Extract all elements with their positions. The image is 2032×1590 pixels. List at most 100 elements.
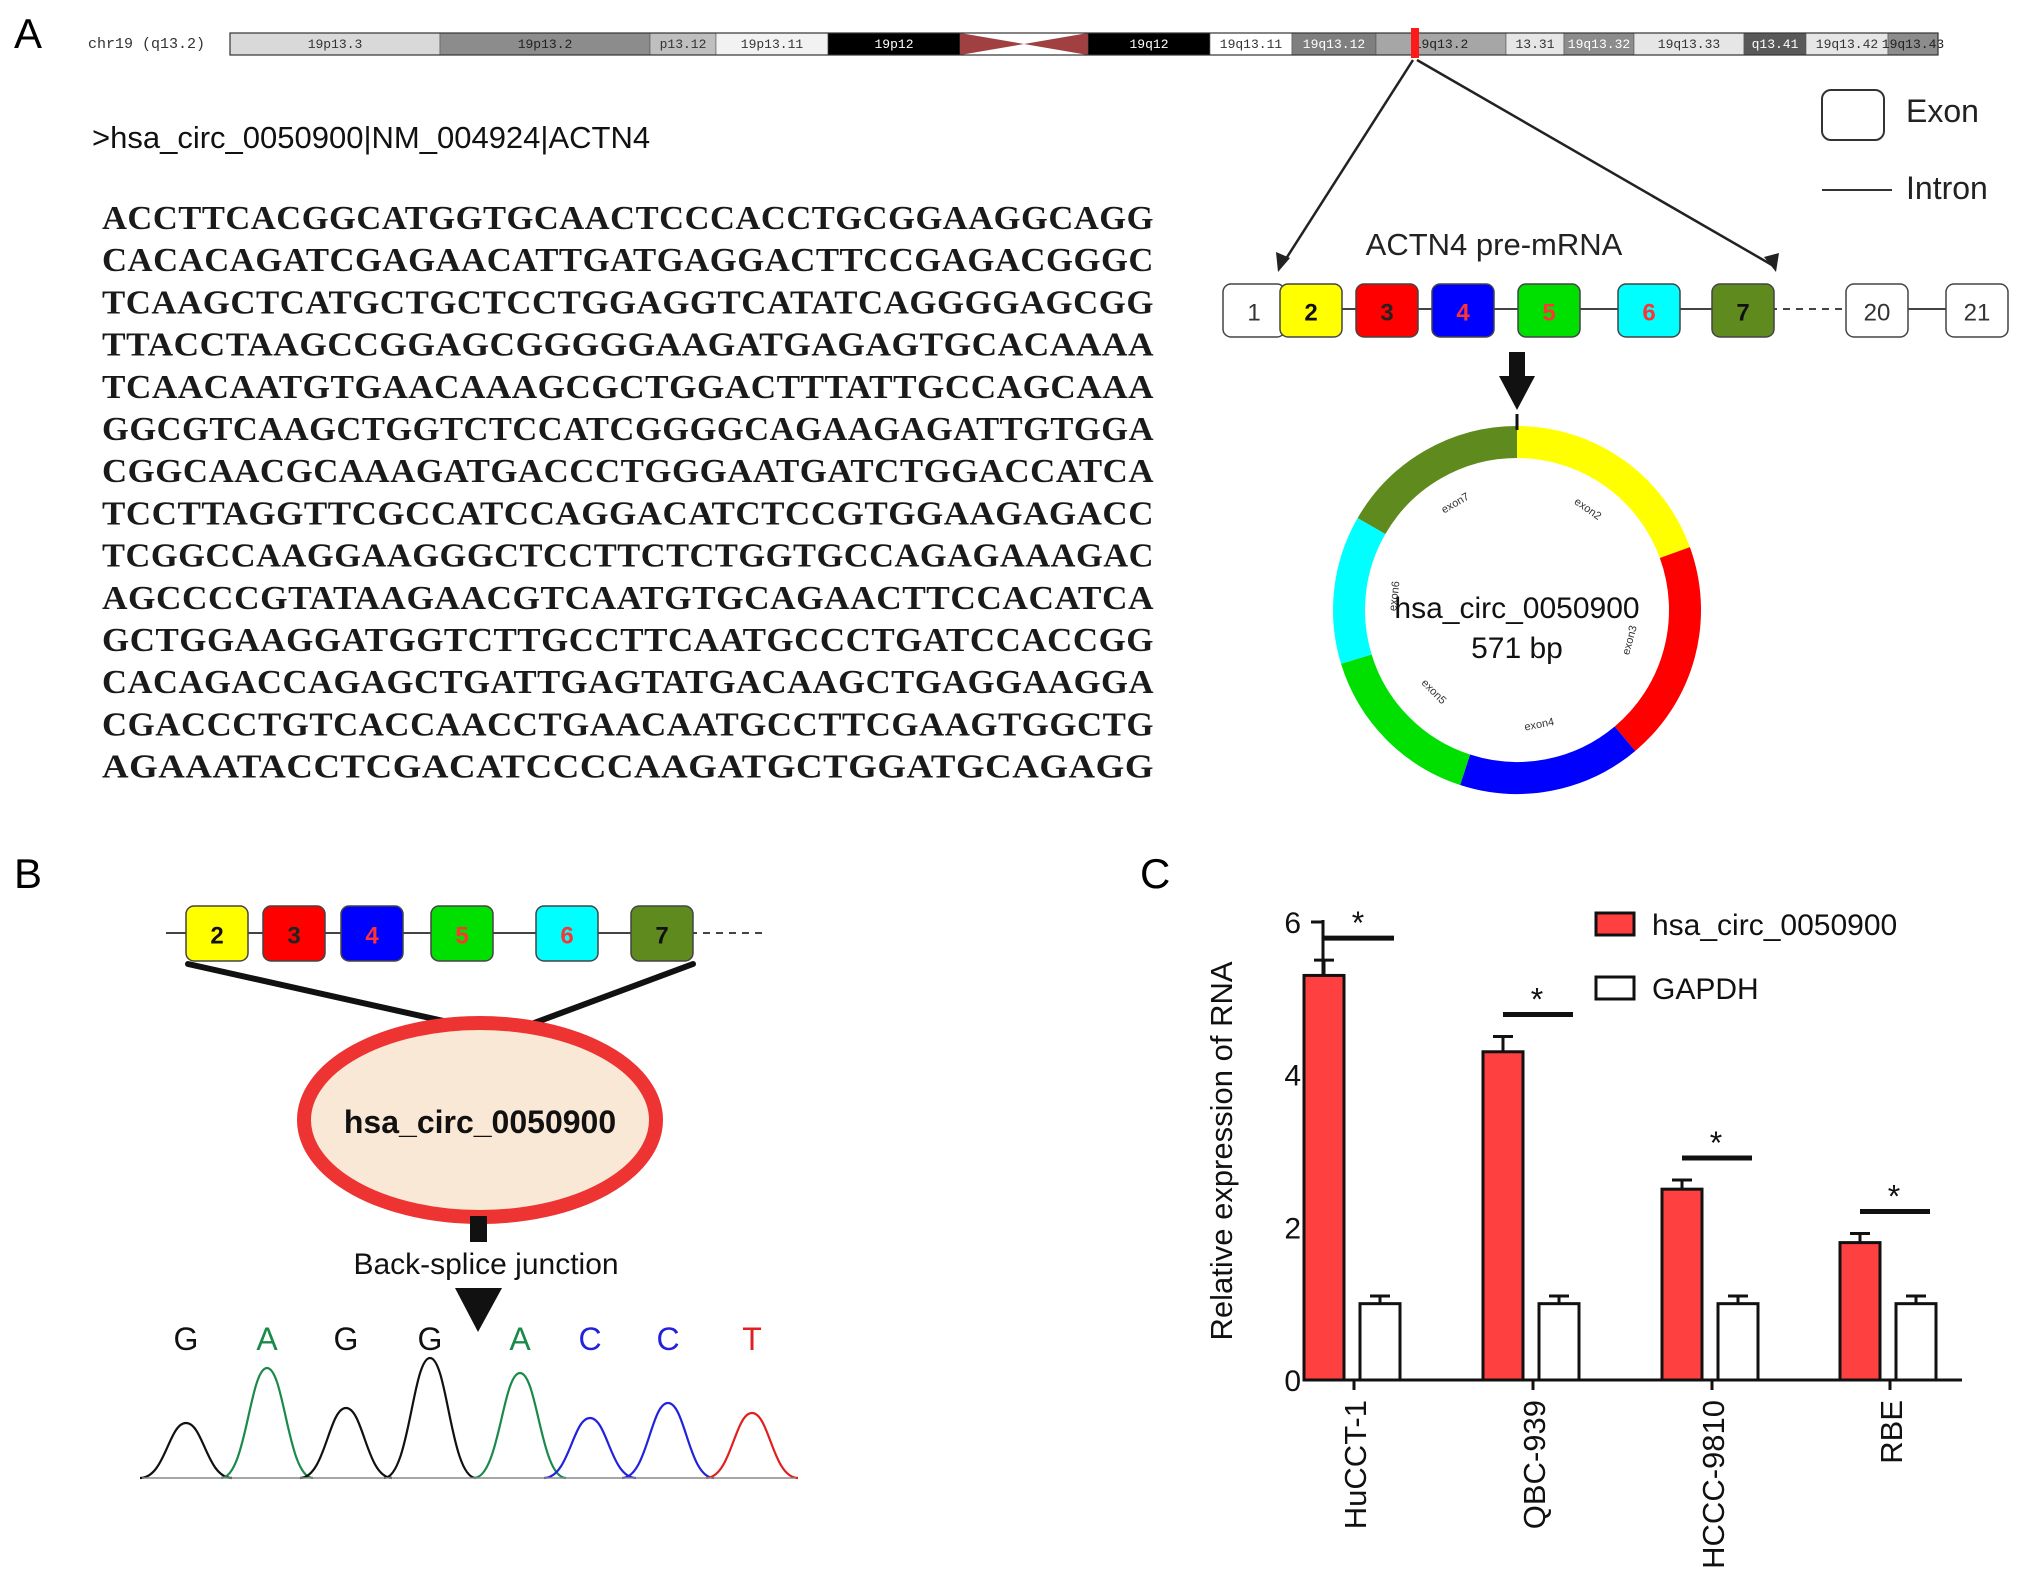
exon-box — [185, 905, 249, 962]
sequence-line: TCGGCCAAGGAAGGGCTCCTTCTCTGGTGCCAGAGAAAGA… — [102, 538, 1154, 575]
exon-number: 2 — [210, 923, 223, 950]
centromere-right — [1024, 33, 1088, 55]
bar-gapdh — [1894, 1302, 1938, 1382]
chromosome-band-label: 19q13.11 — [1220, 37, 1283, 52]
bar-circ — [1838, 1241, 1882, 1382]
exon-box — [535, 905, 599, 962]
base-letter: T — [742, 1321, 762, 1357]
exon-number: 5 — [1542, 300, 1555, 327]
y-axis-label: Relative expression of RNA — [1204, 961, 1239, 1340]
bar-gapdh — [1716, 1302, 1760, 1382]
sequence-line: AGCCCCGTATAAGAACGTCAATGTGCAGAACTTCCACATC… — [102, 580, 1154, 617]
exon-box — [1711, 283, 1775, 338]
exon-number: 3 — [287, 923, 300, 950]
exon-box — [630, 905, 694, 962]
significance-star: * — [1888, 1178, 1900, 1214]
circrna-name: hsa_circ_0050900 — [1394, 592, 1639, 625]
x-tick-label: HuCCT-1 — [1338, 1400, 1373, 1529]
exon-number: 6 — [560, 923, 573, 950]
circrna-segment — [1516, 426, 1690, 559]
sequence-line: ACCTTCACGGCATGGTGCAACTCCCACCTGCGGAAGGCAG… — [102, 200, 1154, 237]
chromatogram-traces — [139, 1356, 799, 1480]
x-tick-label: HCCC-9810 — [1696, 1400, 1731, 1569]
exon-box — [1617, 283, 1681, 338]
y-tick-label: 4 — [1284, 1060, 1301, 1093]
exon-box — [262, 905, 326, 962]
base-letter: G — [334, 1321, 359, 1357]
exon-legend-box — [1821, 89, 1885, 141]
bar-gapdh — [1358, 1302, 1402, 1382]
sequence-line: TCAAGCTCATGCTGCTCCTGGAGGTCATATCAGGGGAGCG… — [102, 284, 1154, 321]
exon-number: 4 — [365, 923, 379, 950]
exon-box — [1845, 283, 1909, 338]
y-tick-label: 2 — [1284, 1212, 1301, 1245]
significance-star: * — [1352, 905, 1364, 941]
chromatogram-peak — [543, 1416, 637, 1480]
sequence-line: GGCGTCAAGCTGGTCTCCATCGGGGCAGAAGAGATTGTGG… — [102, 411, 1154, 448]
exon-number: 1 — [1247, 300, 1260, 327]
chromosome-label: chr19 (q13.2) — [88, 36, 205, 53]
chromosome-band-label: 19p13.3 — [308, 37, 363, 52]
zoom-lines — [1280, 58, 1773, 267]
chromosome-band-label: 19p13.11 — [741, 37, 804, 52]
sequence-line: CGACCCTGTCACCAACCTGAACAATGCCTTCGAAGTGGCT… — [102, 706, 1154, 743]
circrna-segment — [1460, 726, 1636, 794]
exon-box — [1945, 283, 2009, 338]
arrowhead-left — [1276, 252, 1290, 272]
exon-segment-label: exon2 — [1572, 496, 1603, 523]
exon-segment-label: exon6 — [1387, 581, 1402, 612]
exon-legend-label: Exon — [1906, 93, 1979, 129]
chromosome-band-label: q13.41 — [1752, 37, 1799, 52]
base-letter: A — [256, 1321, 278, 1357]
base-letter: G — [418, 1321, 443, 1357]
exon-box — [340, 905, 404, 962]
locus-marker — [1411, 28, 1419, 58]
sequence-header: >hsa_circ_0050900|NM_004924|ACTN4 — [92, 120, 650, 155]
exon-number: 2 — [1304, 300, 1317, 327]
base-letter: G — [174, 1321, 199, 1357]
chromatogram-peak — [705, 1411, 799, 1480]
chromatogram-peak — [473, 1371, 567, 1480]
exon-number: 20 — [1864, 300, 1891, 327]
sequence-line: AGAAATACCTCGACATCCCCAAGATGCTGGATGCAGAGG — [102, 749, 1154, 786]
significance-star: * — [1710, 1125, 1722, 1161]
chromosome-outline — [229, 32, 1939, 56]
sequence-line: TTACCTAAGCCGGAGCGGGGGAAGATGAGAGTGCACAAAA — [102, 327, 1154, 364]
down-arrow-icon — [1499, 352, 1535, 410]
exon-segment-label: exon4 — [1523, 716, 1555, 734]
chromosome-band-label: 19q13.2 — [1414, 37, 1469, 52]
bar-circ — [1660, 1187, 1704, 1382]
bar-circ — [1302, 973, 1346, 1382]
chromosome-band-label: p13.12 — [660, 37, 707, 52]
junction-label: Back-splice junction — [353, 1248, 618, 1281]
sequence-line: CACACAGATCGAGAACATTGATGAGGACTTCCGAGACGGG… — [102, 242, 1154, 279]
sequence-line: CGGCAACGCAAAGATGACCCTGGGAATGATCTGGACCATC… — [102, 453, 1154, 490]
exon-segment-label: exon5 — [1419, 677, 1449, 707]
exon-box — [1517, 283, 1581, 338]
chromatogram-peak — [621, 1401, 715, 1480]
sequence-line: CACAGACCAGAGCTGATTGAGTATGACAAGCTGAGGAAGG… — [102, 664, 1154, 701]
exon-number: 5 — [455, 923, 468, 950]
chromosome-band-label: 19q13.43 — [1882, 37, 1944, 52]
exon-number: 6 — [1642, 300, 1655, 327]
panel-label-c: C — [1140, 850, 1170, 897]
intron-legend-label: Intron — [1906, 170, 1988, 206]
chromosome-band-label: 19p13.2 — [518, 37, 573, 52]
exon-number: 7 — [1736, 300, 1749, 327]
circrna-segment — [1357, 426, 1518, 535]
exon-number: 3 — [1380, 300, 1393, 327]
chromatogram-peak — [220, 1366, 314, 1480]
chromosome-band-label: 19q13.42 — [1816, 37, 1878, 52]
circrna-segment — [1333, 518, 1386, 664]
sequence-line: GCTGGAAGGATGGTCTTGCCTTCAATGCCCTGATCCACCG… — [102, 622, 1154, 659]
panel-label-a: A — [14, 10, 42, 57]
junction-arrow-icon — [455, 1288, 502, 1332]
legend-label: hsa_circ_0050900 — [1652, 909, 1897, 942]
circrna-segment — [1341, 654, 1471, 785]
base-letter: A — [509, 1321, 531, 1357]
sequence-line: TCCTTAGGTTCGCCATCCAGGACATCTCCGTGGAAGAGAC… — [102, 495, 1154, 532]
y-tick-label: 0 — [1284, 1365, 1301, 1398]
